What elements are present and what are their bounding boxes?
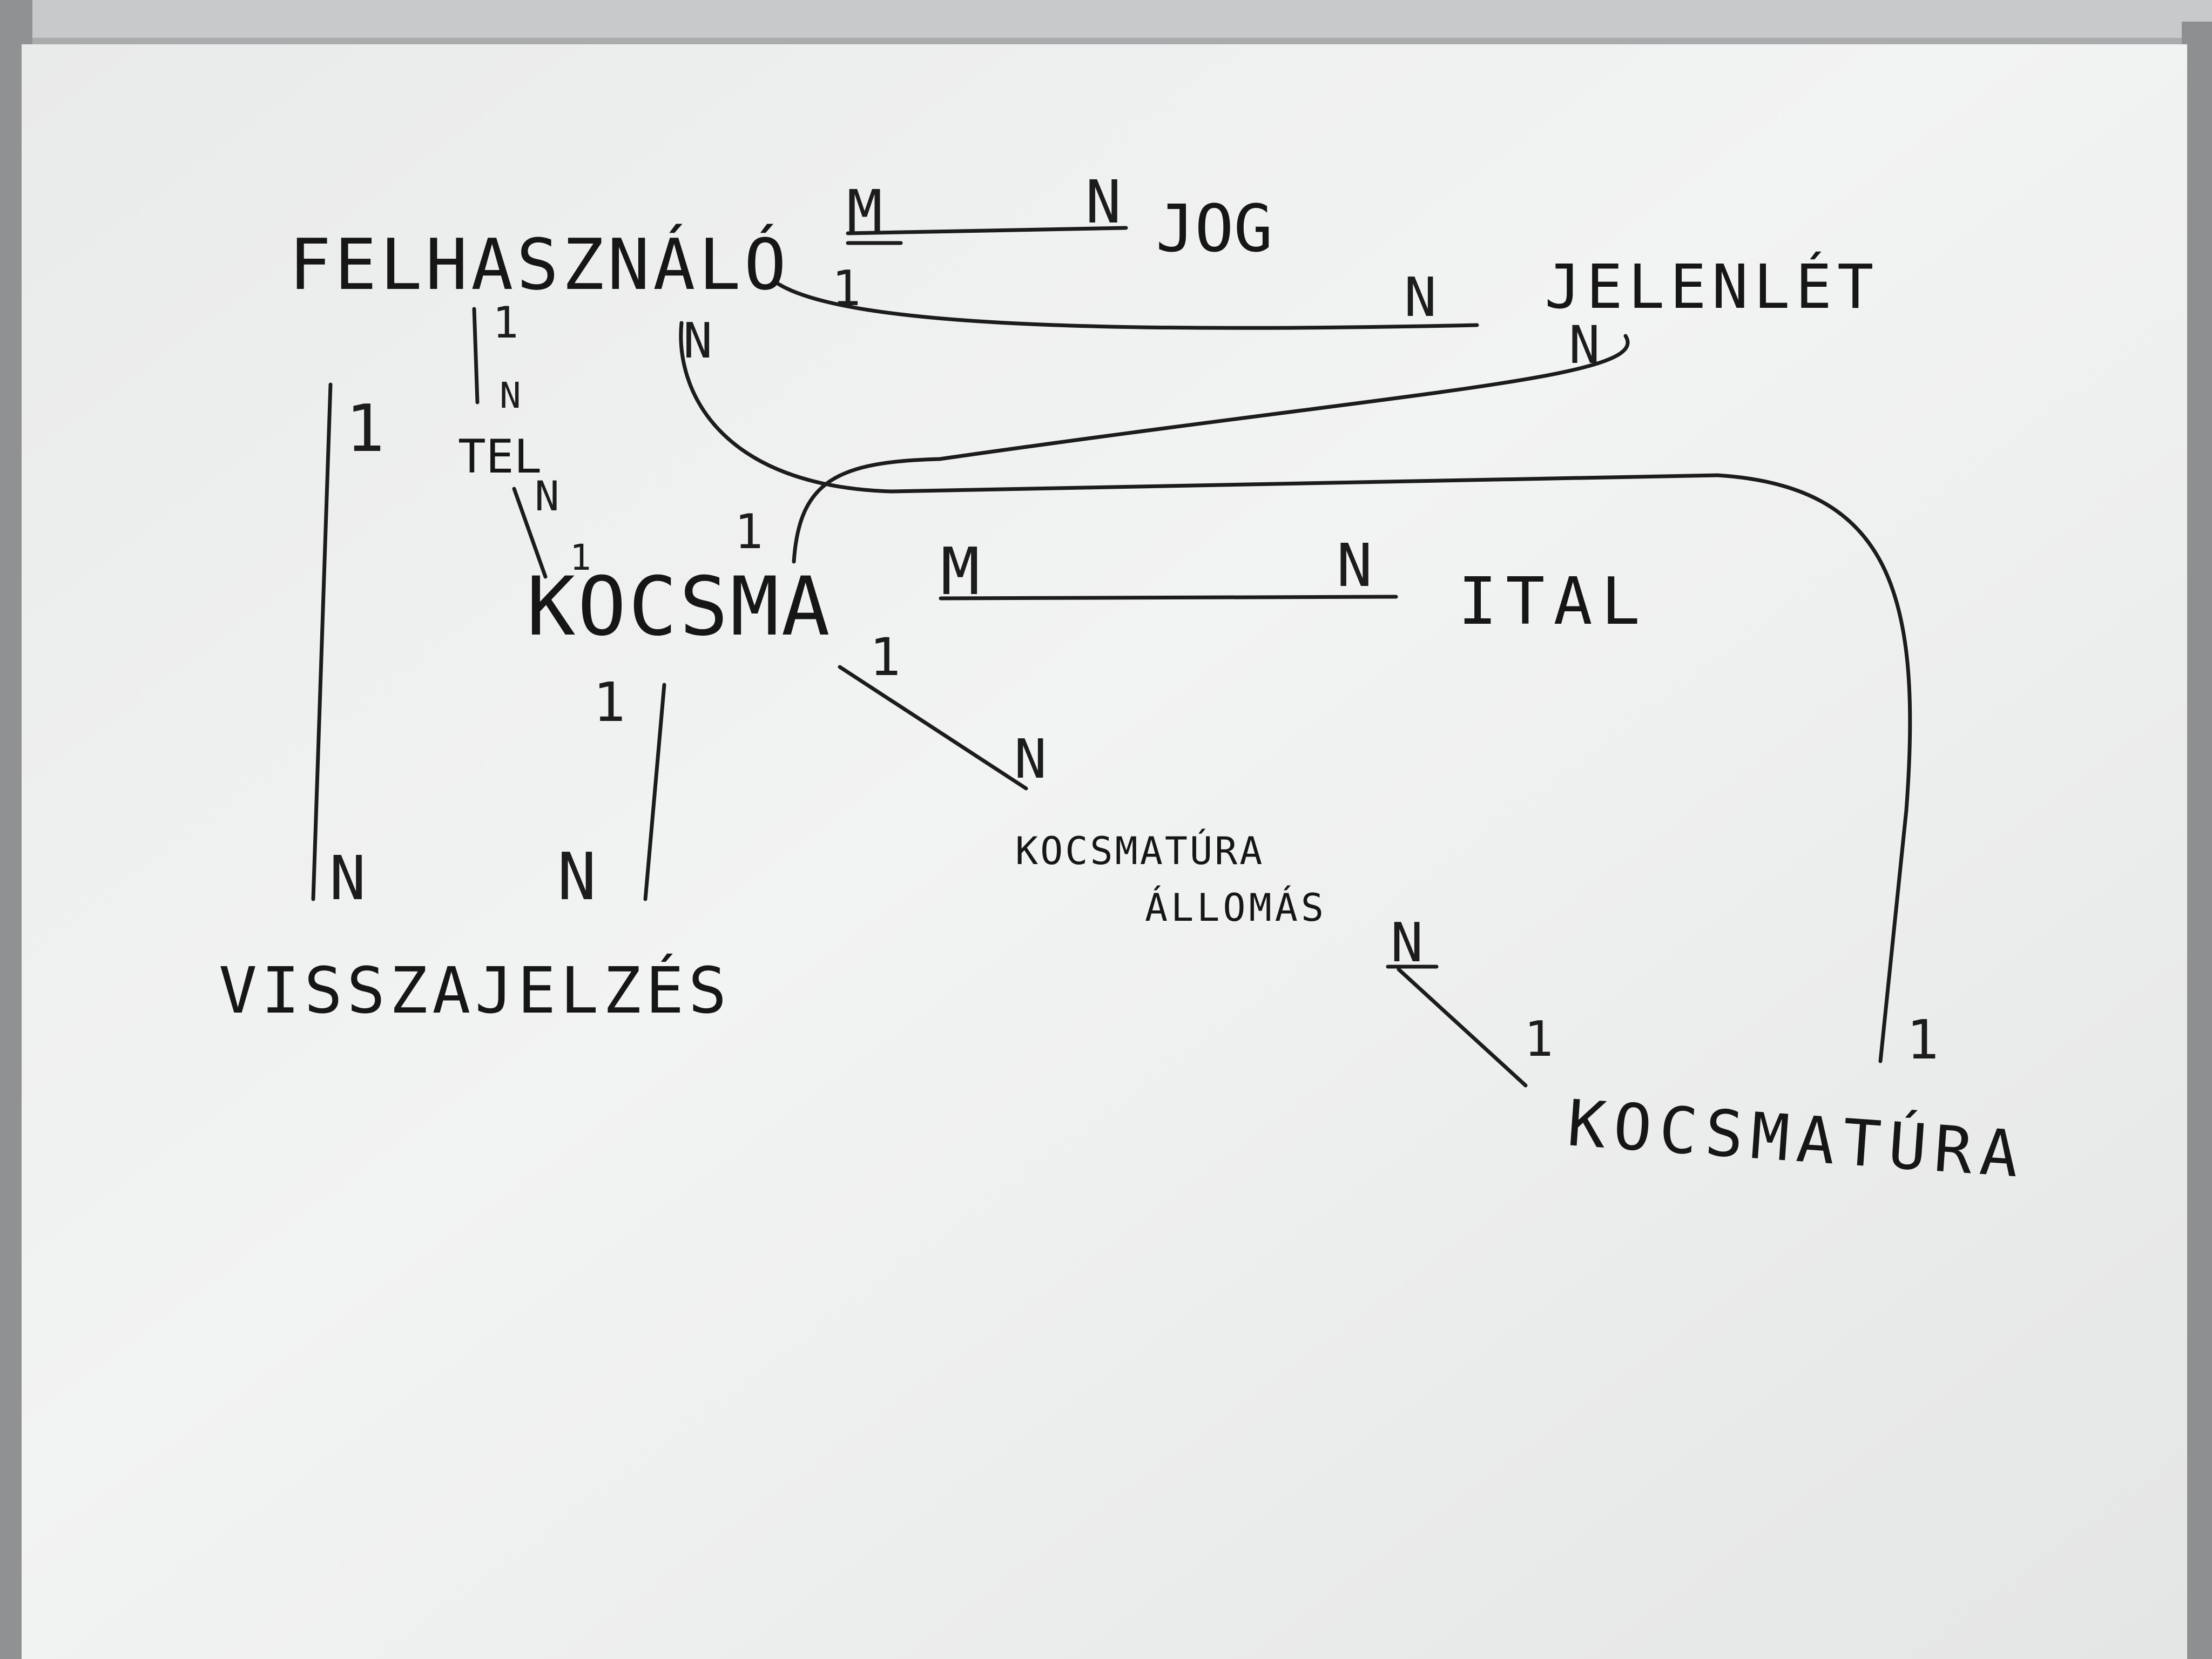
card-jel-kocsma-n: N — [1569, 315, 1600, 375]
line-felhasznalo-kocsmatura — [679, 321, 1912, 1063]
card-kocsma-ital-m: M — [941, 535, 980, 610]
line-kocsma-allomas — [838, 665, 1028, 791]
entity-tel: TEL — [458, 430, 542, 484]
card-felh-vissza-n: N — [329, 844, 366, 914]
entity-jog: JOG — [1156, 192, 1273, 267]
line-allomas-kocsmatura — [1397, 967, 1528, 1088]
card-kocsma-allomas-1: 1 — [869, 627, 901, 687]
whiteboard-surface — [22, 44, 2187, 1659]
card-felh-vissza-1: 1 — [346, 392, 385, 467]
card-kocsma-vissza-n: N — [557, 840, 596, 915]
entity-jelenlet: JELENLÉT — [1545, 251, 1879, 322]
card-kocsma-ital-n: N — [1337, 531, 1372, 600]
entity-kocsma: KOCSMA — [527, 560, 832, 654]
card-felh-jel-1: 1 — [832, 260, 861, 317]
entity-felhasznalo: FELHASZNÁLÓ — [289, 224, 790, 306]
card-felh-tel-n: N — [500, 375, 521, 416]
card-jel-kocsma-1: 1 — [734, 504, 763, 559]
entity-visszajelzes: VISSZAJELZÉS — [219, 953, 731, 1028]
card-kocsma-allomas-n: N — [1014, 727, 1047, 791]
card-felh-jog-m: M — [847, 177, 882, 246]
card-allomas-tura-n: N — [1391, 911, 1423, 974]
card-felh-tura-n: N — [683, 313, 712, 369]
line-felhasznalo-visszajelzes — [311, 382, 333, 901]
entity-kocsmatura-allomas-line2: ÁLLOMÁS — [1145, 886, 1327, 930]
card-felh-tel-1: 1 — [493, 298, 518, 348]
card-felh-jel-n: N — [1404, 266, 1437, 329]
line-felhasznalo-tel — [472, 307, 480, 404]
card-felh-jog-n: N — [1085, 167, 1121, 237]
line-kocsma-ital — [939, 595, 1398, 601]
entity-ital: ITAL — [1458, 564, 1649, 639]
card-kocsma-vissza-1: 1 — [593, 671, 625, 734]
card-allomas-tura-1: 1 — [1524, 1011, 1553, 1068]
card-tel-kocsma-1: 1 — [570, 537, 591, 578]
frame-top — [0, 0, 2212, 38]
line-tel-kocsma — [512, 487, 548, 579]
entity-kocsmatura-allomas-line1: KOCSMATÚRA — [1015, 829, 1264, 873]
line-felhasznalo-jog — [846, 226, 1128, 235]
card-tel-kocsma-n: N — [535, 472, 559, 520]
line-felhasznalo-jelenlet — [775, 281, 1479, 330]
card-tura-1: 1 — [1906, 1008, 1939, 1071]
line-kocsma-visszajelzes — [643, 683, 666, 901]
